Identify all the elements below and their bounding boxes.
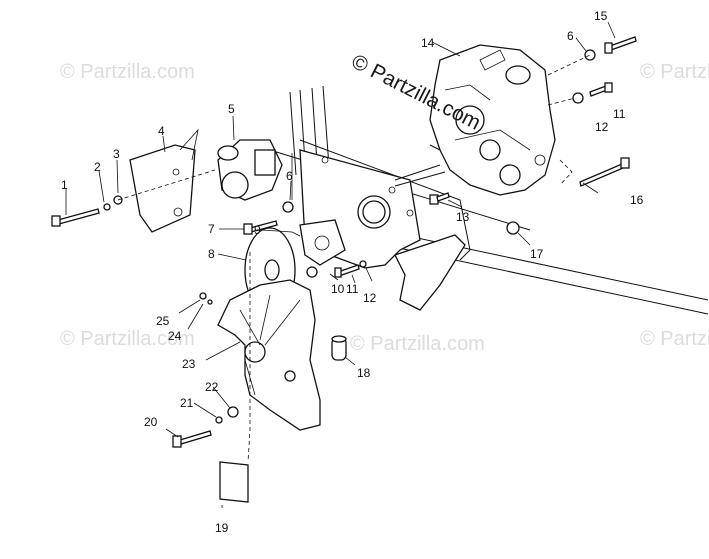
callout-14: 14 xyxy=(421,36,435,50)
callout-5: 5 xyxy=(228,102,235,116)
chain-guard xyxy=(217,279,321,431)
callout-16: 16 xyxy=(630,193,644,207)
callout-11: 11 xyxy=(613,107,626,121)
callout-23: 23 xyxy=(182,357,196,371)
callout-1: 1 xyxy=(61,178,68,192)
bracket-lower xyxy=(394,234,466,311)
mount-bracket xyxy=(129,128,199,233)
callout-13: 13 xyxy=(456,210,470,224)
gearcase xyxy=(394,44,556,196)
callout-2: 2 xyxy=(94,160,101,174)
callout-6: 6 xyxy=(286,169,293,183)
callout-7: 7 xyxy=(208,222,215,236)
callout-12: 12 xyxy=(595,120,609,134)
watermark-text: © Partzilla.com xyxy=(350,333,485,355)
decal xyxy=(219,461,249,503)
leader-lines xyxy=(65,21,616,508)
callout-18: 18 xyxy=(357,366,371,380)
fasteners xyxy=(51,36,637,448)
callout-numbers: 1 2 3 4 5 6 6 7 8 9 10 11 11 12 12 13 14… xyxy=(61,9,644,535)
callout-12: 12 xyxy=(363,291,377,305)
watermark-text: © Partzilla.com xyxy=(640,328,709,350)
callout-4: 4 xyxy=(158,124,165,138)
callout-21: 21 xyxy=(180,396,194,410)
callout-19: 19 xyxy=(215,521,229,535)
callout-11: 11 xyxy=(346,282,359,296)
callout-20: 20 xyxy=(144,415,158,429)
spacer xyxy=(331,335,347,361)
callout-24: 24 xyxy=(168,329,182,343)
callout-9: 9 xyxy=(254,223,261,237)
callout-17: 17 xyxy=(530,247,544,261)
callout-25: 25 xyxy=(156,314,170,328)
callout-3: 3 xyxy=(113,147,120,161)
callout-8: 8 xyxy=(208,247,215,261)
bearing-housing xyxy=(217,139,283,201)
watermark-text: © Partzilla.com xyxy=(60,61,195,83)
watermark-text: © Partzilla.com xyxy=(60,328,195,350)
bearing-plate xyxy=(299,219,346,266)
callout-10: 10 xyxy=(331,282,345,296)
watermark-text: © Partzilla.com xyxy=(640,61,709,83)
callout-22: 22 xyxy=(205,380,219,394)
callout-15: 15 xyxy=(594,9,608,23)
callout-6: 6 xyxy=(567,29,574,43)
faint-watermarks: © Partzilla.com © Partzilla.com © Partzi… xyxy=(60,61,709,355)
